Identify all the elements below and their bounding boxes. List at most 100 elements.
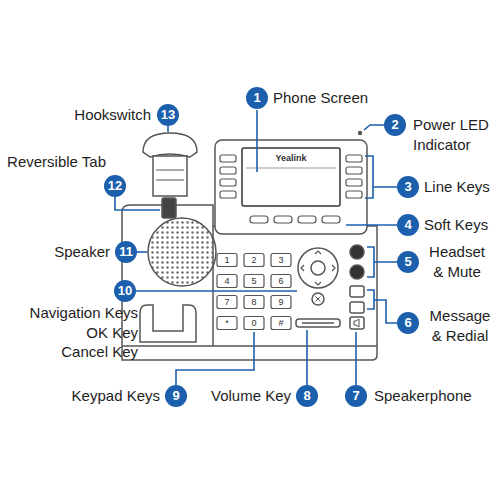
- callout-number: 5: [404, 255, 411, 269]
- callout-circle: [246, 87, 268, 109]
- volume-bar: [302, 322, 334, 324]
- leader-line: [364, 125, 384, 130]
- callout-circle: [115, 241, 137, 263]
- key-label: *: [225, 318, 229, 328]
- leader-line: [115, 197, 160, 210]
- part-name: Volume Key: [211, 386, 291, 406]
- part-name: Message & Redial: [424, 306, 496, 346]
- line-key: [346, 179, 362, 186]
- part-name: Power LED Indicator: [413, 115, 495, 155]
- reversible-tab: [162, 198, 176, 218]
- headset-key: [350, 245, 364, 259]
- callout-number: 9: [172, 389, 179, 403]
- ok-key: [311, 261, 325, 275]
- callout-number: 11: [119, 245, 133, 259]
- callout-circle: [104, 175, 126, 197]
- line-key: [220, 191, 236, 198]
- key-label: 5: [251, 276, 256, 286]
- line-key: [220, 179, 236, 186]
- leader-bracket: [367, 247, 397, 277]
- callout-number: 7: [352, 389, 359, 403]
- hookswitch-detail: [156, 180, 184, 181]
- callout-circle: [114, 280, 136, 302]
- leader-line: [136, 290, 297, 292]
- screen-panel: [215, 140, 367, 234]
- callout-circle: [397, 312, 419, 334]
- keypad-key: [217, 254, 237, 267]
- redial-key: [350, 302, 364, 313]
- soft-key: [322, 216, 340, 223]
- callout-circle: [397, 251, 419, 273]
- navigation-ring: [298, 248, 338, 288]
- part-name: Line Keys: [424, 177, 490, 197]
- key-label: 4: [224, 276, 229, 286]
- part-name: Hookswitch: [74, 105, 151, 125]
- callout-number: 12: [108, 179, 122, 193]
- line-key: [346, 167, 362, 174]
- hookswitch: [143, 133, 197, 157]
- keypad-key: [271, 296, 291, 309]
- hookswitch-stem: [153, 156, 187, 196]
- keypad-key: [271, 275, 291, 288]
- soft-key: [274, 216, 292, 223]
- leader-bracket: [365, 156, 397, 198]
- line-key: [346, 191, 362, 198]
- callout-number: 8: [303, 389, 310, 403]
- keypad-key: [244, 317, 264, 330]
- key-label: 3: [278, 255, 283, 265]
- leader-line: [256, 110, 258, 172]
- handset-cradle: [140, 305, 196, 342]
- key-label: 0: [251, 318, 256, 328]
- key-label: 6: [278, 276, 283, 286]
- callout-circle: [384, 114, 406, 136]
- speaker-icon: [354, 319, 359, 327]
- callout-circle: [397, 176, 419, 198]
- callout-circle: [165, 385, 187, 407]
- part-name: Phone Screen: [273, 88, 368, 108]
- part-name: Speaker: [54, 242, 110, 262]
- part-name: Soft Keys: [424, 215, 488, 235]
- keypad-key: [217, 317, 237, 330]
- keypad-key: [244, 296, 264, 309]
- keypad-key: [217, 275, 237, 288]
- nav-arrow: [315, 251, 321, 254]
- part-name: Navigation Keys: [30, 303, 138, 323]
- keypad-key: [244, 275, 264, 288]
- leader-bracket: [367, 290, 397, 323]
- leader-line: [355, 332, 357, 385]
- callout-number: 6: [404, 316, 411, 330]
- line-key: [220, 155, 236, 162]
- line-key: [346, 155, 362, 162]
- part-name: Speakerphone: [374, 386, 472, 406]
- key-label: 7: [224, 297, 229, 307]
- nav-arrow: [315, 282, 321, 285]
- message-key: [350, 286, 364, 297]
- callout-number: 2: [391, 118, 398, 132]
- leader-line: [306, 330, 308, 385]
- keypad-key: [217, 296, 237, 309]
- key-label: 1: [224, 255, 229, 265]
- callout-number: 10: [118, 284, 132, 298]
- part-name: OK Key: [86, 323, 138, 343]
- key-label: 2: [251, 255, 256, 265]
- keypad-key: [271, 254, 291, 267]
- line-key: [220, 167, 236, 174]
- part-name: Cancel Key: [61, 342, 138, 362]
- display-bar: [246, 168, 336, 169]
- key-label: 9: [278, 297, 283, 307]
- leader-line: [167, 126, 169, 132]
- part-name: Reversible Tab: [7, 152, 106, 172]
- phone-base: [122, 345, 377, 347]
- nav-arrow: [332, 265, 335, 271]
- callout-number: 4: [404, 218, 411, 232]
- leader-line: [346, 224, 397, 226]
- cancel-cross: [316, 297, 321, 302]
- soft-key: [298, 216, 316, 223]
- soft-key: [250, 216, 268, 223]
- nav-arrow: [301, 265, 304, 271]
- keypad-key: [244, 254, 264, 267]
- callout-circle: [296, 385, 318, 407]
- callout-number: 1: [253, 91, 260, 105]
- volume-key: [296, 319, 340, 327]
- part-name: Keypad Keys: [72, 386, 160, 406]
